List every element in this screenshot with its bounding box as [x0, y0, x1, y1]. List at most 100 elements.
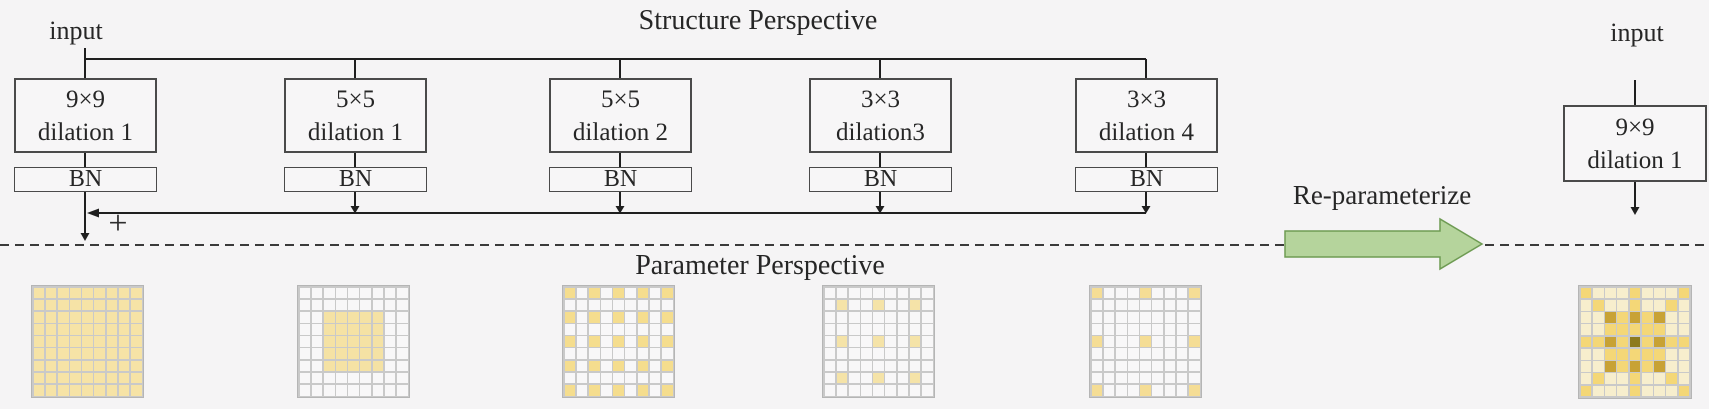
kernel-cell: [348, 372, 359, 384]
kernel-cell: [1128, 336, 1139, 347]
arrowhead-down-icon: [875, 206, 885, 214]
kernel-cell: [396, 348, 408, 359]
kernel-cell: [637, 360, 649, 372]
kernel-cell: [336, 311, 347, 323]
kernel-cell: [1617, 336, 1629, 348]
kernel-cell: [885, 384, 896, 396]
kernel-cell: [118, 372, 130, 384]
kernel-cell: [848, 384, 860, 396]
kernel-cell: [323, 311, 335, 323]
kernel-cell: [625, 372, 636, 384]
kernel-cell: [336, 384, 347, 396]
kernel-cell: [1115, 348, 1127, 359]
kernel-cell: [897, 348, 909, 359]
kernel-cell: [576, 360, 588, 372]
kernel-cell: [372, 372, 384, 384]
kernel-cell: [661, 324, 673, 335]
kernel-cell: [848, 324, 860, 335]
kernel-cell: [1128, 299, 1139, 311]
kernel-cell: [396, 311, 408, 323]
kernel-cell: [637, 336, 649, 347]
kernel-cell: [1580, 312, 1592, 323]
kernel-cell: [1188, 348, 1200, 359]
kernel-cell: [45, 372, 57, 384]
kernel-cell: [45, 348, 57, 359]
kernel-cell: [57, 336, 69, 347]
kernel-cell: [1164, 336, 1176, 347]
kernel-cell: [33, 336, 45, 347]
kernel-cell: [106, 324, 118, 335]
kernel-cell: [1666, 348, 1678, 360]
kernel-cell: [57, 372, 69, 384]
kernel-cell: [396, 336, 408, 347]
kernel-cell: [625, 311, 636, 323]
kernel-grid-merged: [1578, 285, 1692, 399]
kernel-cell: [1164, 372, 1176, 384]
kernel-cell: [360, 299, 371, 311]
kernel-cell: [118, 299, 130, 311]
kernel-cell: [57, 311, 69, 323]
kernel-cell: [57, 348, 69, 359]
kernel-cell: [1654, 324, 1665, 336]
kernel-cell: [1164, 324, 1176, 335]
kernel-cell: [649, 336, 661, 347]
kernel-cell: [45, 384, 57, 396]
kernel-cell: [94, 336, 105, 347]
kernel-cell: [311, 360, 323, 372]
kernel-cell: [1629, 299, 1641, 311]
kernel-cell: [637, 384, 649, 396]
kernel-cell: [921, 360, 933, 372]
kernel-cell: [396, 324, 408, 335]
kernel-cell: [372, 384, 384, 396]
kernel-cell: [1605, 324, 1616, 336]
kernel-cell: [836, 287, 848, 299]
kernel-cell: [384, 324, 396, 335]
kernel-cell: [909, 311, 921, 323]
kernel-cell: [1605, 373, 1616, 385]
kernel-cell: [897, 299, 909, 311]
kernel-cell: [601, 360, 612, 372]
conv-box-merged-9x9-d1: 9×9 dilation 1: [1563, 105, 1707, 182]
kernel-cell: [311, 299, 323, 311]
kernel-cell: [1605, 336, 1616, 348]
kernel-cell: [1678, 312, 1690, 323]
kernel-cell: [384, 299, 396, 311]
kernel-cell: [848, 336, 860, 347]
kernel-cell: [1164, 299, 1176, 311]
kernel-cell: [873, 287, 884, 299]
kernel-cell: [1629, 361, 1641, 372]
kernel-cell: [848, 360, 860, 372]
kernel-cell: [118, 336, 130, 347]
kernel-cell: [588, 384, 600, 396]
kernel-cell: [70, 384, 81, 396]
kernel-cell: [885, 324, 896, 335]
kernel-cell: [360, 324, 371, 335]
kernel-cell: [885, 348, 896, 359]
kernel-cell: [45, 287, 57, 299]
kernel-cell: [1140, 360, 1151, 372]
kernel-cell: [106, 287, 118, 299]
kernel-cell: [1666, 299, 1678, 311]
kernel-cell: [1188, 324, 1200, 335]
kernel-cell: [118, 348, 130, 359]
kernel-cell: [1592, 299, 1604, 311]
kernel-cell: [1152, 324, 1163, 335]
kernel-cell: [873, 299, 884, 311]
kernel-cell: [1188, 311, 1200, 323]
conv-box-3x3-d4: 3×3 dilation 4: [1075, 78, 1218, 153]
kernel-cell: [824, 287, 836, 299]
kernel-cell: [130, 299, 142, 311]
kernel-cell: [1580, 348, 1592, 360]
kernel-cell: [130, 324, 142, 335]
kernel-cell: [1128, 311, 1139, 323]
kernel-cell: [1617, 299, 1629, 311]
kernel-cell: [1176, 360, 1188, 372]
kernel-cell: [1164, 311, 1176, 323]
kernel-cell: [1629, 324, 1641, 336]
kernel-cell: [588, 372, 600, 384]
kernel-grid-5x5-d1: [297, 285, 410, 398]
kernel-cell: [372, 287, 384, 299]
kernel-cell: [1629, 336, 1641, 348]
kernel-cell: [70, 299, 81, 311]
